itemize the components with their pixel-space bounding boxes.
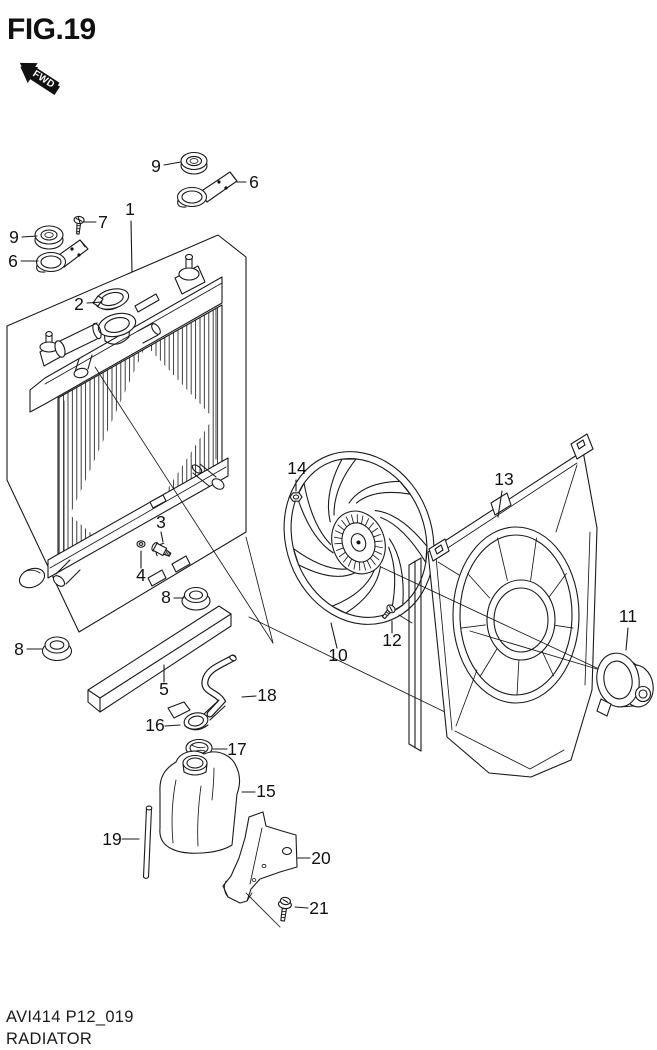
shroud-rib (516, 657, 520, 696)
callout-leader-16 (164, 724, 181, 727)
callout-4: 4 (136, 565, 146, 585)
callout-leader-9 (163, 161, 182, 166)
page-title: RADIATOR (6, 1030, 92, 1048)
radiator-seal-strip (87, 605, 232, 713)
upper-mount-cushion-left (34, 225, 64, 250)
callout-20: 20 (311, 848, 331, 868)
callout-leader-10 (330, 622, 338, 649)
alignment-lines (94, 366, 448, 714)
lower-mount-cushion-left (41, 636, 73, 662)
callout-6: 6 (249, 172, 259, 192)
callout-10: 10 (328, 645, 348, 665)
callout-leader-13 (497, 490, 503, 518)
fan-blade (296, 482, 334, 554)
shroud-screw (381, 604, 413, 624)
bracket-bolt (277, 896, 292, 922)
callout-14: 14 (287, 458, 307, 478)
callout-leader-21 (294, 906, 309, 909)
cooling-fan (283, 451, 435, 625)
lower-mount-cushion-right (181, 586, 211, 611)
radiator-cap (92, 288, 130, 311)
callout-19: 19 (102, 829, 121, 849)
callout-16: 16 (145, 715, 164, 735)
upper-mount-bracket-right (176, 171, 238, 208)
callout-11: 11 (619, 606, 637, 626)
shroud-rib (547, 573, 567, 599)
radiator-assembly (18, 253, 229, 589)
shroud-rib (479, 648, 498, 677)
reservoir-cap (167, 699, 226, 731)
callout-8: 8 (14, 639, 24, 659)
callout-9: 9 (9, 227, 19, 247)
fan-blade (331, 565, 382, 614)
fan-motor (596, 652, 654, 717)
callout-9: 9 (151, 156, 161, 176)
callout-12: 12 (382, 630, 401, 650)
callout-leader-1 (130, 220, 133, 273)
reservoir-hose (201, 654, 237, 718)
fan-blade (292, 548, 356, 577)
bracket-screw (73, 215, 85, 235)
drawing-code: AVI414 P12_019 (6, 1008, 134, 1026)
shroud-rib (467, 573, 491, 599)
callout-21: 21 (309, 898, 328, 918)
figure-label: FIG.19 (7, 13, 96, 46)
upper-mount-cushion-right (180, 151, 208, 175)
callout-2: 2 (74, 294, 84, 314)
callout-leader-2 (86, 301, 103, 304)
callout-17: 17 (227, 739, 246, 759)
reserve-tank (159, 750, 241, 854)
upper-mount-bracket-left (35, 239, 89, 273)
drain-plug (151, 541, 172, 557)
fan-nut (289, 492, 303, 502)
fan-blade (327, 458, 357, 523)
fwd-arrow-icon: FWD (19, 62, 60, 95)
callout-1: 1 (125, 199, 135, 219)
callout-18: 18 (257, 685, 276, 705)
callout-13: 13 (494, 469, 513, 489)
shroud-rib (497, 537, 508, 581)
fan-blade (374, 510, 428, 563)
callout-7: 7 (98, 212, 108, 232)
callout-5: 5 (159, 679, 169, 699)
callout-15: 15 (256, 781, 275, 801)
shroud-rib (552, 624, 574, 629)
callout-leader-11 (625, 627, 629, 651)
fan-blade (348, 480, 411, 504)
assembly-boundary-box (6, 234, 247, 633)
overflow-pipe (142, 805, 153, 880)
callout-leader-3 (160, 531, 164, 543)
motor-alignment-lines (380, 566, 600, 670)
callout-3: 3 (156, 512, 166, 532)
fan-shroud (408, 433, 598, 778)
callout-6: 6 (8, 251, 18, 271)
fan-blade (388, 538, 404, 613)
callout-leader-9 (21, 235, 38, 238)
tank-bracket (222, 811, 298, 928)
shroud-rib (530, 537, 537, 581)
callout-leader-18 (241, 695, 257, 698)
shroud-rib (460, 624, 486, 629)
drain-plug-gasket (136, 540, 146, 548)
callout-8: 8 (161, 587, 171, 607)
